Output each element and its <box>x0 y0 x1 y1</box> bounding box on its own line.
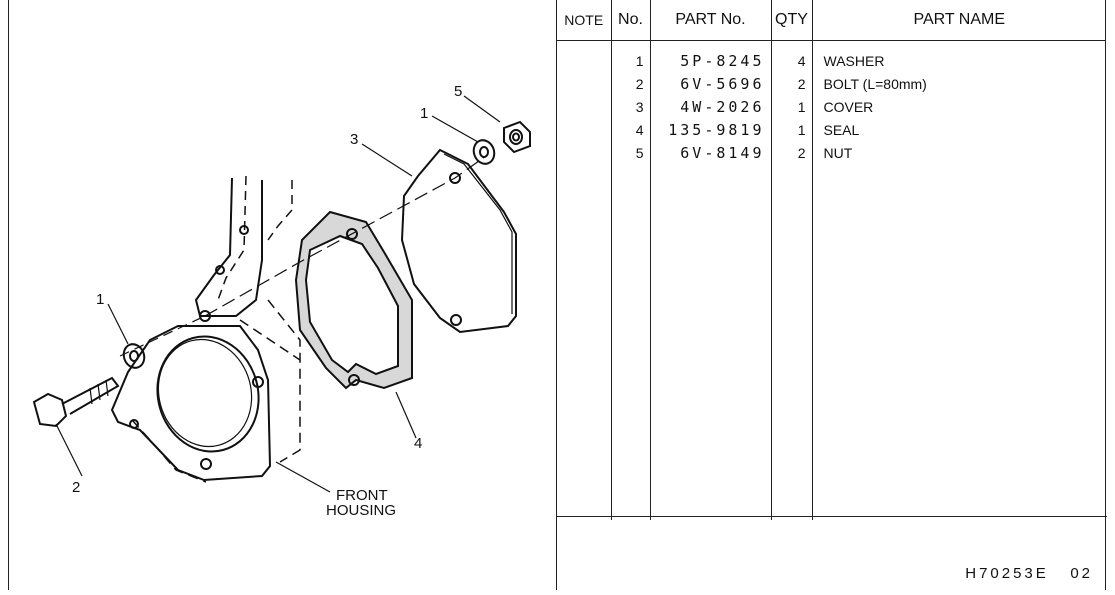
row-part-name: COVER <box>823 98 874 115</box>
row-qty: 4 <box>771 49 813 72</box>
seal-gasket-drawing <box>294 210 413 390</box>
row-part-no: 5P-8245 <box>650 49 772 72</box>
table-row: 1 5P-8245 4 WASHER <box>557 49 1106 72</box>
row-qty: 2 <box>771 72 813 95</box>
callout-3: 3 <box>350 131 358 148</box>
bolt-drawing <box>32 376 120 428</box>
header-no: No. <box>611 0 651 41</box>
document-code: H70253E 02 <box>965 565 1093 582</box>
footer-area: H70253E 02 <box>556 516 1107 590</box>
nut-drawing <box>503 120 531 154</box>
row-qty: 1 <box>771 95 813 118</box>
callout-1-left: 1 <box>96 291 104 308</box>
row-no: 5 <box>611 141 651 164</box>
row-qty: 2 <box>771 141 813 164</box>
housing-label-line2: HOUSING <box>326 502 396 519</box>
footer-page: 02 <box>1070 565 1093 582</box>
row-no: 1 <box>611 49 651 72</box>
row-note <box>557 118 612 141</box>
row-note <box>557 95 612 118</box>
row-part-no: 6V-5696 <box>650 72 772 95</box>
row-note <box>557 72 612 95</box>
callout-2: 2 <box>72 479 80 496</box>
row-part-no: 4W-2026 <box>650 95 772 118</box>
table-row: 2 6V-5696 2 BOLT (L=80mm) <box>557 72 1106 95</box>
header-qty: QTY <box>771 0 813 41</box>
table-row: 5 6V-8149 2 NUT <box>557 141 1106 164</box>
table-row: 3 4W-2026 1 COVER <box>557 95 1106 118</box>
callout-1-right: 1 <box>420 105 428 122</box>
row-part-name: NUT <box>823 144 853 161</box>
parts-illustration: 5 1 3 1 2 4 FRONT HOUSING <box>32 83 531 519</box>
header-note: NOTE <box>557 0 612 41</box>
washer-left-drawing <box>122 343 146 369</box>
exploded-diagram: 5 1 3 1 2 4 FRONT HOUSING <box>0 0 556 590</box>
washer-right-drawing <box>472 139 496 165</box>
front-housing-drawing <box>110 175 301 483</box>
parts-table: NOTE No. PART No. QTY PART NAME 1 5P-824… <box>557 0 1106 520</box>
row-part-name: SEAL <box>823 121 860 138</box>
row-no: 3 <box>611 95 651 118</box>
footer-code: H70253E <box>965 565 1049 582</box>
callout-5: 5 <box>454 83 462 100</box>
row-note <box>557 141 612 164</box>
row-part-no: 135-9819 <box>650 118 772 141</box>
row-part-no: 6V-8149 <box>650 141 772 164</box>
row-no: 4 <box>611 118 651 141</box>
cover-drawing <box>400 148 517 334</box>
header-part-no: PART No. <box>650 0 772 41</box>
row-qty: 1 <box>771 118 813 141</box>
row-part-name: WASHER <box>823 52 885 69</box>
housing-label-line1: FRONT <box>336 487 388 504</box>
callout-4: 4 <box>414 435 422 452</box>
row-note <box>557 49 612 72</box>
row-part-name: BOLT (L=80mm) <box>823 75 927 92</box>
page-frame <box>8 0 1106 590</box>
row-no: 2 <box>611 72 651 95</box>
table-header-row: NOTE No. PART No. QTY PART NAME <box>557 0 1106 41</box>
header-part-name: PART NAME <box>812 0 1106 41</box>
table-row: 4 135-9819 1 SEAL <box>557 118 1106 141</box>
parts-table-area: NOTE No. PART No. QTY PART NAME 1 5P-824… <box>556 0 1107 520</box>
